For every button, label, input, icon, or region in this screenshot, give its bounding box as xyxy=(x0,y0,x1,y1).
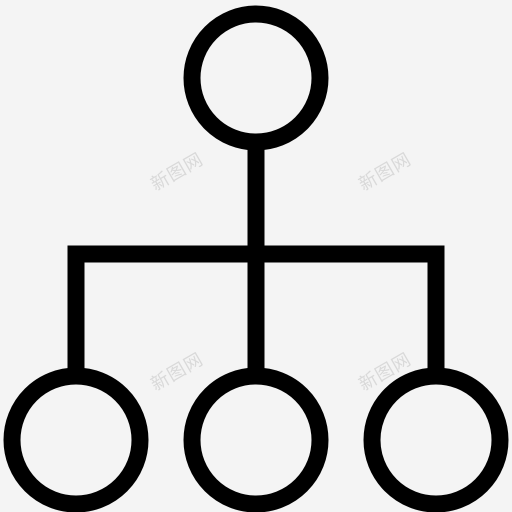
child-node-center-circle xyxy=(183,367,329,512)
child-node-right-circle xyxy=(363,367,509,512)
parent-node-circle xyxy=(183,5,329,151)
child-node-left-circle xyxy=(3,367,149,512)
branch-bar xyxy=(67,245,445,376)
